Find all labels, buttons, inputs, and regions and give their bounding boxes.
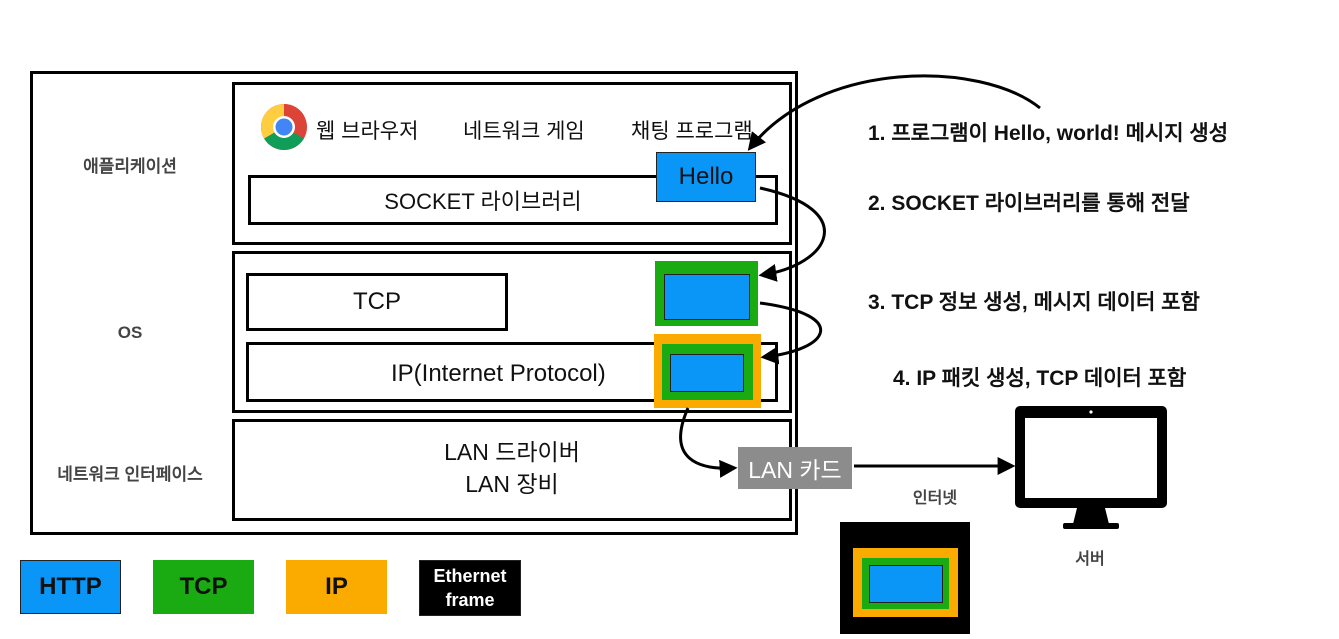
layer-label-os: OS [117, 323, 143, 342]
step-1: 1. 프로그램이 Hello, world! 메시지 생성 [868, 122, 1229, 145]
app-chat-program: 채팅 프로그램 [631, 120, 753, 143]
client-computer-frame [30, 71, 798, 535]
internet-label: 인터넷 [912, 490, 958, 507]
socket-library-label: SOCKET 라이브러리 [384, 189, 582, 214]
tcp-label: TCP [353, 288, 401, 315]
hello-message-box: Hello [656, 152, 756, 202]
legend-http: HTTP [20, 560, 121, 614]
app-web-browser: 웹 브라우저 [316, 120, 419, 143]
tcp-box: TCP [246, 273, 508, 331]
legend-tcp: TCP [153, 560, 254, 614]
arrow-tcp-to-ip [759, 301, 823, 365]
network-interface-layer [232, 419, 792, 521]
lan-card-label: LAN 카드 [738, 447, 852, 489]
ip-label: IP(Internet Protocol) [391, 360, 606, 387]
legend-ethernet-line1: Ethernet [433, 566, 507, 586]
step-2: 2. SOCKET 라이브러리를 통해 전달 [868, 192, 1190, 215]
ethernet-frame [840, 522, 970, 634]
ip-packet [654, 334, 761, 408]
chrome-icon [260, 103, 308, 151]
server-label: 서버 [1075, 551, 1105, 568]
app-network-game: 네트워크 게임 [463, 120, 585, 143]
legend-ethernet-frame: Ethernet frame [419, 560, 521, 616]
ethernet-tcp-segment [862, 558, 949, 609]
step-3: 3. TCP 정보 생성, 메시지 데이터 포함 [868, 291, 1200, 314]
arrow-socket-to-tcp [758, 186, 826, 282]
monitor-icon [1015, 406, 1167, 530]
lan-device-label: LAN 장비 [465, 471, 559, 497]
ip-packet-http-payload [670, 354, 744, 392]
legend-ip: IP [286, 560, 387, 614]
arrow-program-to-hello [747, 74, 1041, 151]
layer-label-application: 애플리케이션 [83, 157, 177, 176]
layer-label-network-interface: 네트워크 인터페이스 [57, 465, 203, 484]
ethernet-http-payload [869, 565, 943, 603]
arrow-ip-to-lan-card [679, 407, 738, 478]
ip-packet-tcp-segment [662, 344, 753, 400]
tcp-segment-http-payload [664, 274, 750, 320]
lan-driver-label: LAN 드라이버 [444, 439, 580, 465]
tcp-segment [655, 261, 758, 326]
step-4: 4. IP 패킷 생성, TCP 데이터 포함 [893, 367, 1187, 390]
ethernet-ip-packet [853, 548, 958, 617]
lan-labels: LAN 드라이버 LAN 장비 [232, 436, 792, 500]
legend-ethernet-line2: frame [445, 590, 495, 610]
